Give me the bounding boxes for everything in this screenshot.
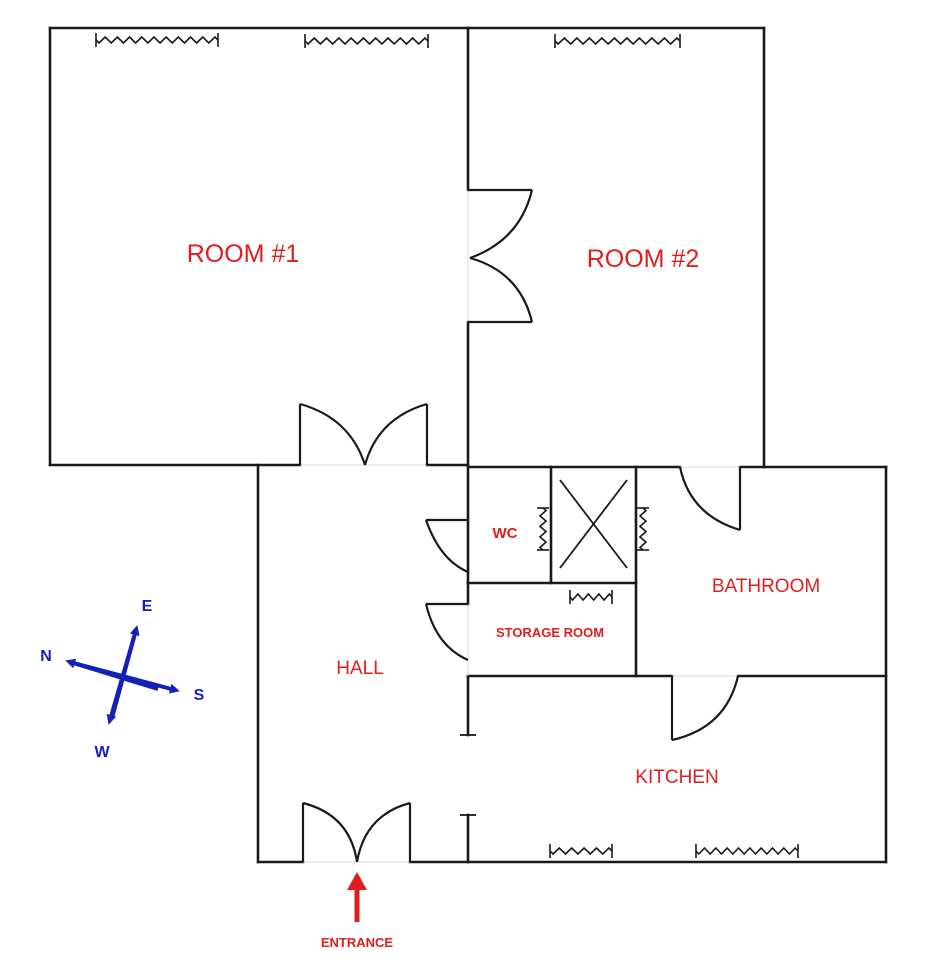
window-kitchen-a [549,844,613,858]
compass-w-label: W [94,744,110,761]
hall-label: HALL [336,658,384,679]
window-room1-b [304,34,429,48]
interior-walls [460,465,888,864]
vent-storage [569,590,613,604]
double-door-room1-room2 [468,188,534,324]
compass-s-label: S [194,687,205,704]
entrance-arrow [347,872,367,922]
bathroom-label: BATHROOM [712,576,820,597]
room-1-walls [48,26,470,467]
vent-wc-right [637,507,649,551]
wc-label: WC [493,525,518,542]
room-1-label: ROOM #1 [187,240,300,268]
compass-n-label: N [40,648,52,665]
entrance-double-door [301,801,412,863]
room-2-walls [466,26,766,585]
windows [95,33,799,858]
storage-room-label: STORAGE ROOM [496,625,604,640]
compass-rose [65,625,180,725]
storage-door [424,602,469,662]
wc-door [424,518,469,574]
ventilation-shaft [559,479,628,569]
kitchen-label: KITCHEN [635,767,718,788]
kitchen-door [670,675,740,742]
entrance-label: ENTRANCE [321,935,394,950]
window-room1-a [95,33,219,47]
lower-block-walls [256,463,888,864]
double-door-room1-hall [298,402,429,466]
window-room2 [554,34,681,48]
compass-e-label: E [142,598,153,615]
bathroom-door [678,466,742,532]
room-2-label: ROOM #2 [587,245,700,273]
window-kitchen-b [695,844,799,858]
vent-wc-left [537,507,549,551]
